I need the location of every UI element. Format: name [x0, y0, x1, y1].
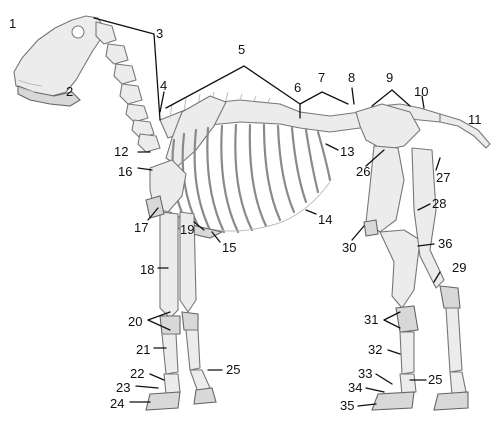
patella: [364, 220, 378, 236]
label-2: 2: [66, 84, 73, 99]
label-33: 33: [358, 366, 372, 381]
label-36: 36: [438, 236, 452, 251]
label-14: 14: [318, 212, 332, 227]
leader-23: [136, 386, 158, 388]
label-25a: 25: [226, 362, 240, 377]
label-15: 15: [222, 240, 236, 255]
cervical-vertebrae: [96, 22, 160, 152]
label-27: 27: [436, 170, 450, 185]
label-26: 26: [356, 164, 370, 179]
tail-vertebrae: [440, 114, 490, 148]
label-8: 8: [348, 70, 355, 85]
label-32: 32: [368, 342, 382, 357]
leader-34: [366, 388, 384, 392]
leader-22: [150, 374, 164, 380]
label-28: 28: [432, 196, 446, 211]
label-6: 6: [294, 80, 301, 95]
label-23: 23: [116, 380, 130, 395]
label-19: 19: [180, 222, 194, 237]
tibia: [380, 230, 420, 308]
label-20: 20: [128, 314, 142, 329]
femur: [366, 146, 404, 232]
orbit: [72, 26, 84, 38]
label-5: 5: [238, 42, 245, 57]
label-35: 35: [340, 398, 354, 413]
label-10: 10: [414, 84, 428, 99]
leader-8: [352, 88, 354, 104]
leader-33: [376, 374, 392, 384]
label-34: 34: [348, 380, 362, 395]
leader-13: [326, 144, 338, 150]
label-4: 4: [160, 78, 167, 93]
label-13: 13: [340, 144, 354, 159]
leader-7: [300, 92, 348, 104]
foreleg-near: [146, 212, 180, 410]
label-25b: 25: [428, 372, 442, 387]
leader-4: [160, 92, 164, 112]
label-18: 18: [140, 262, 154, 277]
leader-27: [436, 158, 440, 170]
ribcage: [173, 125, 331, 232]
label-21: 21: [136, 342, 150, 357]
leader-32: [388, 350, 400, 354]
label-12: 12: [114, 144, 128, 159]
label-7: 7: [318, 70, 325, 85]
hindleg-near: [372, 306, 418, 410]
leader-30: [352, 226, 364, 240]
leader-9: [372, 90, 410, 106]
label-31: 31: [364, 312, 378, 327]
label-29: 29: [452, 260, 466, 275]
label-30: 30: [342, 240, 356, 255]
foreleg-far: [180, 212, 216, 404]
label-1: 1: [9, 16, 16, 31]
label-24: 24: [110, 396, 124, 411]
label-17: 17: [134, 220, 148, 235]
label-3: 3: [156, 26, 163, 41]
skull: [14, 16, 104, 96]
label-22: 22: [130, 366, 144, 381]
hindleg-far: [434, 286, 468, 410]
label-16: 16: [118, 164, 132, 179]
label-9: 9: [386, 70, 393, 85]
label-11: 11: [468, 112, 482, 127]
leader-14: [306, 210, 316, 214]
horse-skeleton: [14, 16, 490, 410]
